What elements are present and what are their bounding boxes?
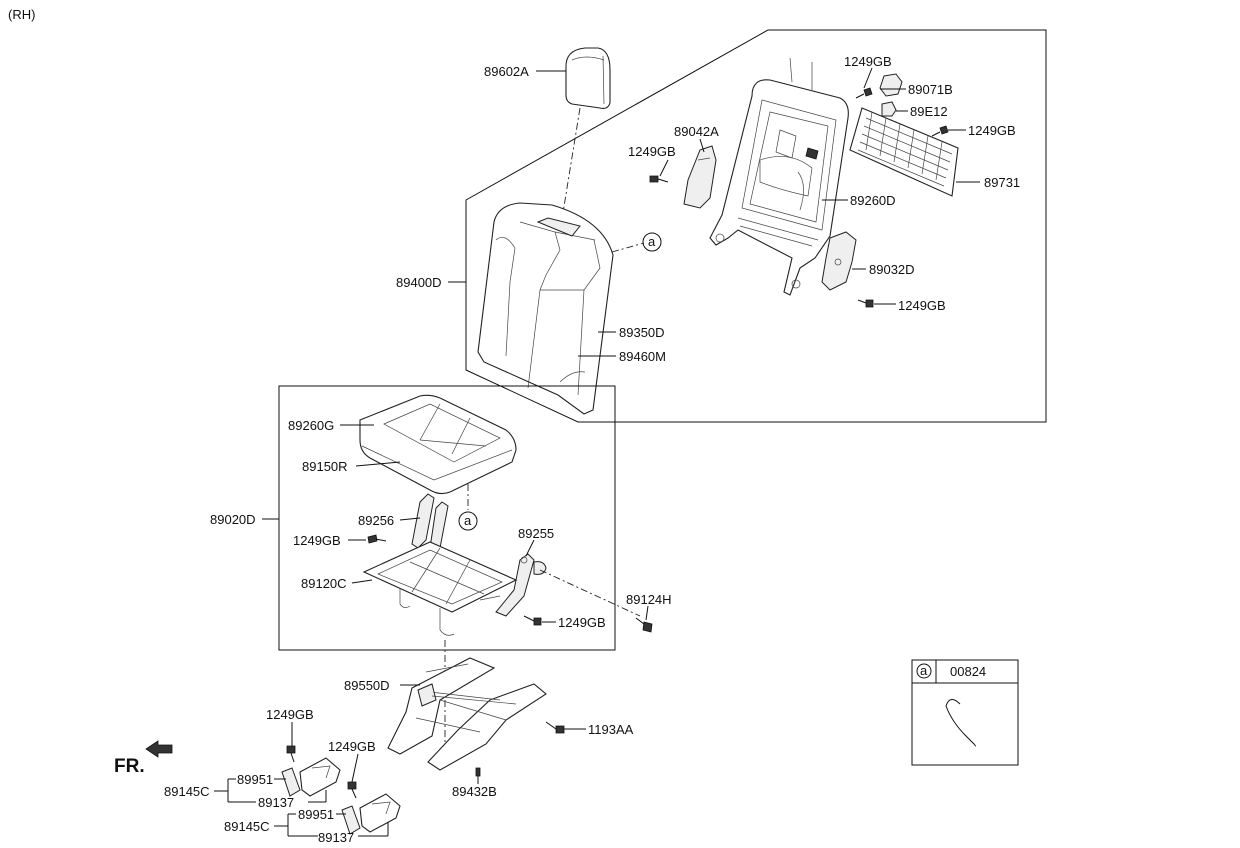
- cushion-part: [359, 394, 517, 495]
- bolt-icon: [367, 534, 387, 544]
- headrest-part: [565, 47, 611, 109]
- label-cover-a-part: 89951: [237, 772, 273, 787]
- label-bolt-cushion-r: 1249GB: [558, 615, 606, 630]
- label-bolt-cushion-l: 1249GB: [293, 533, 341, 548]
- label-clip: 89432B: [452, 784, 497, 799]
- label-cushion-cover: 89260G: [288, 418, 334, 433]
- bolt-icon: [347, 781, 357, 799]
- legend-symbol: a: [920, 663, 928, 678]
- label-cover-b-part: 89951: [298, 807, 334, 822]
- label-link-l: 89256: [358, 513, 394, 528]
- back-board-part: [849, 107, 959, 197]
- callout-a-cushion: [458, 511, 478, 531]
- back-cushion-part: [477, 202, 614, 415]
- label-bolt-board: 1249GB: [968, 123, 1016, 138]
- seat-back-group: [448, 29, 1047, 423]
- seat-cushion-group-frame: [278, 385, 616, 651]
- latch-cap-part: [881, 101, 897, 117]
- label-cushion-assy: 89020D: [210, 512, 256, 527]
- seat-cushion-group: [262, 385, 653, 651]
- label-cover-a-assy: 89145C: [164, 784, 210, 799]
- label-bolt-cover-2: 1249GB: [328, 739, 376, 754]
- label-cushion-frame: 89120C: [301, 576, 347, 591]
- front-arrow-icon: [145, 740, 173, 758]
- side-cover-a-part: [281, 757, 341, 797]
- bolt-icon: [855, 87, 873, 99]
- label-cushion-pad: 89150R: [302, 459, 348, 474]
- label-bolt-cover-1: 1249GB: [266, 707, 314, 722]
- label-rail-assy: 89550D: [344, 678, 390, 693]
- cushion-frame-part: [362, 541, 518, 636]
- label-bolt-rail: 1193AA: [588, 722, 634, 737]
- hook-clip-icon: [945, 699, 976, 747]
- label-bolt-back-top: 1249GB: [844, 54, 892, 69]
- label-back-board: 89731: [984, 175, 1020, 190]
- clip-icon: [475, 767, 481, 777]
- bolt-icon: [857, 299, 874, 308]
- link-right-part: [495, 553, 535, 617]
- callout-a-cushion-label: a: [464, 513, 472, 528]
- label-back-pad: 89460M: [619, 349, 666, 364]
- label-cover-b-base: 89137: [318, 830, 354, 845]
- label-latch-cover: 89071B: [908, 82, 953, 97]
- label-bolt-back-l: 1249GB: [628, 144, 676, 159]
- callout-a-back-label: a: [648, 234, 656, 249]
- legend-box: a 00824: [911, 659, 1019, 766]
- label-bolt-back-r: 1249GB: [898, 298, 946, 313]
- part-labels: 89602A 89400D 89350D 89460M 89042A 1249G…: [164, 54, 1020, 845]
- back-trim-right-part: [821, 231, 857, 291]
- label-back-trim-r: 89032D: [869, 262, 915, 277]
- bolt-icon: [649, 175, 669, 183]
- callout-a-back: [642, 232, 662, 252]
- link-left-part: [411, 493, 435, 549]
- bolt-icon: [635, 617, 653, 633]
- label-cover-a-base: 89137: [258, 795, 294, 810]
- bolt-icon: [545, 721, 565, 734]
- label-back-trim-l: 89042A: [674, 124, 719, 139]
- seat-back-group-frame: [465, 29, 1047, 423]
- label-headrest: 89602A: [484, 64, 529, 79]
- front-indicator-label: FR.: [114, 756, 145, 777]
- label-back-assy: 89400D: [396, 275, 442, 290]
- bolt-icon: [523, 615, 542, 626]
- variant-label: (RH): [8, 7, 35, 22]
- side-cover-b-part: [341, 793, 401, 835]
- bolt-icon: [931, 125, 949, 137]
- bolt-icon: [286, 745, 296, 763]
- label-back-cover: 89350D: [619, 325, 665, 340]
- rail-assembly-part: [387, 657, 547, 771]
- label-pin: 89124H: [626, 592, 672, 607]
- legend-part-number: 00824: [950, 664, 986, 679]
- latch-cover-part: [879, 73, 903, 97]
- label-link-r: 89255: [518, 526, 554, 541]
- label-back-frame: 89260D: [850, 193, 896, 208]
- back-trim-left-part: [683, 145, 717, 209]
- label-latch-cap: 89E12: [910, 104, 948, 119]
- pivot-part: [533, 561, 547, 575]
- back-frame-part: [709, 57, 849, 296]
- label-cover-b-assy: 89145C: [224, 819, 270, 834]
